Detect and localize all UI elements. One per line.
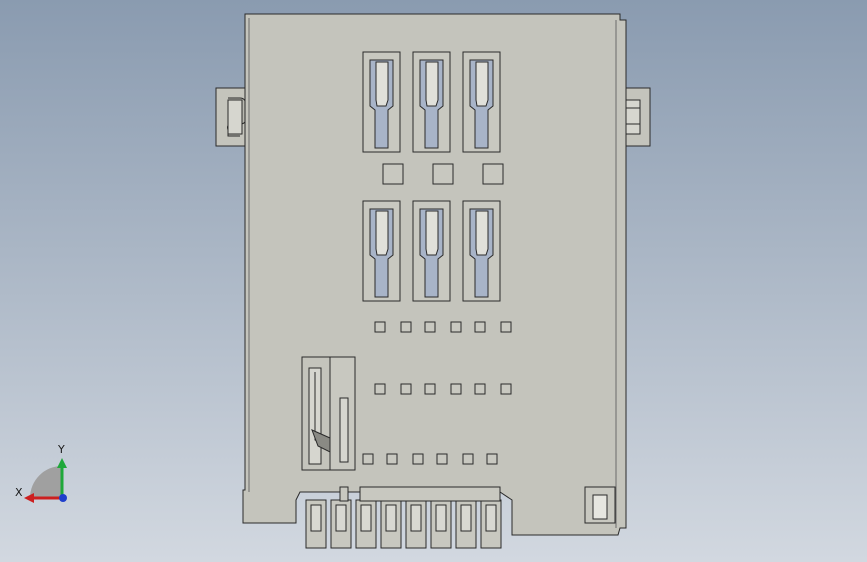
coordinate-triad	[24, 458, 67, 503]
x-axis-label: X	[15, 486, 23, 499]
detect-switch	[301, 356, 356, 471]
left-mounting-tab	[215, 87, 249, 147]
y-axis-label: Y	[58, 443, 65, 456]
contact-springs	[369, 59, 494, 298]
corner-boss	[584, 486, 616, 524]
z-axis-dot	[59, 494, 67, 502]
solder-terminals	[305, 486, 502, 549]
square-pads	[362, 163, 512, 465]
